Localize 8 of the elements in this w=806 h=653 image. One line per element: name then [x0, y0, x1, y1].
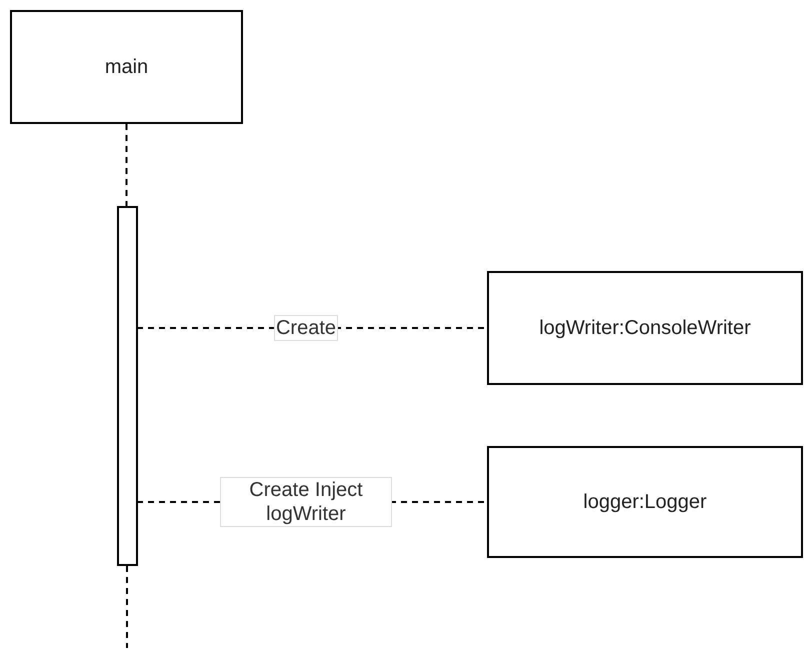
object-box: logger:Logger [487, 446, 803, 558]
edge-label: Create Inject logWriter [220, 477, 392, 527]
edge-label: Create [274, 315, 338, 341]
dashed-line [126, 124, 128, 206]
object-box: main [10, 10, 243, 124]
dashed-line [126, 566, 128, 648]
activation-bar [117, 206, 138, 566]
object-box: logWriter:ConsoleWriter [487, 271, 803, 385]
